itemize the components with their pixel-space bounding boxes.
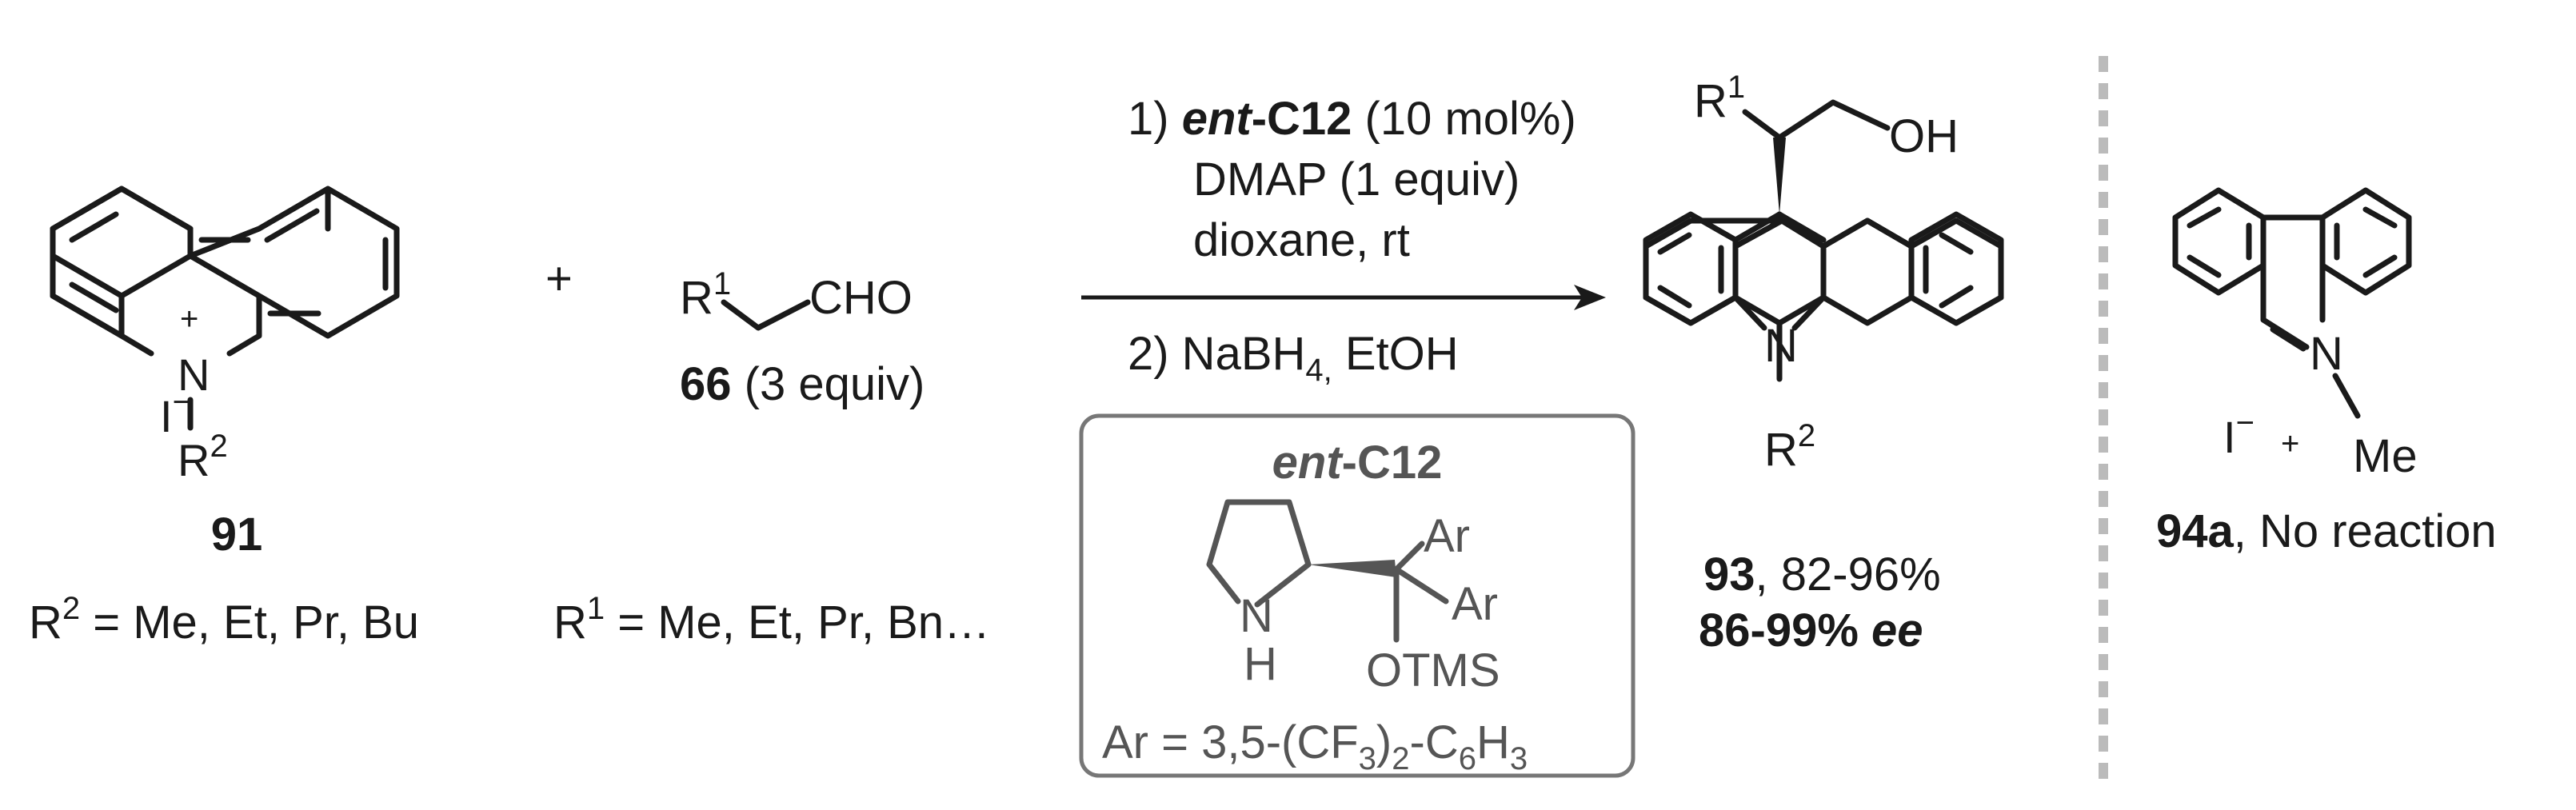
reaction-arrow-head (1574, 285, 1606, 310)
compound-91-r2-label: R2 (178, 429, 228, 485)
compound-94a-counterion: I− (2223, 405, 2254, 462)
product-93-ee: 86-99% ee (1699, 605, 1923, 656)
catalyst-title: ent-C12 (1272, 437, 1443, 489)
aldehyde-66-cho: CHO (809, 272, 913, 324)
compound-91-structure (50, 186, 400, 431)
conditions-solvent: dioxane, rt (1193, 214, 1410, 266)
aldehyde-66-label: 66 (3 equiv) (680, 358, 925, 410)
plus-sign: + (545, 253, 573, 305)
compound-94a-label: 94a, No reaction (2156, 505, 2497, 557)
catalyst-pyrrolidine-structure (1206, 499, 1312, 608)
compound-94a-n-methyl-bond (2332, 373, 2361, 419)
product-93-side-chain (1742, 99, 1891, 141)
compound-91-scope: R2 = Me, Et, Pr, Bu (29, 591, 419, 648)
compound-94a-n-plus: + (2281, 426, 2299, 461)
catalyst-nh-n: N (1240, 590, 1273, 642)
aldehyde-66-r1: R1 (680, 266, 731, 324)
product-93-oh: OH (1889, 110, 1959, 162)
catalyst-ar-top: Ar (1424, 510, 1470, 562)
conditions-step2: 2) NaBH4, EtOH (1128, 328, 1459, 388)
product-93-r2: R2 (1764, 418, 1815, 476)
compound-91-ring-left (50, 186, 194, 339)
product-93-n: N (1764, 320, 1798, 372)
catalyst-quaternary-bonds (1393, 541, 1449, 643)
compound-91-id: 91 (211, 509, 263, 561)
catalyst-nh-h: H (1244, 638, 1277, 690)
catalyst-otms: OTMS (1366, 644, 1500, 696)
conditions-dmap: DMAP (1 equiv) (1193, 154, 1520, 205)
catalyst-ar-right: Ar (1452, 578, 1498, 630)
compound-91-inner-double-bonds (69, 208, 389, 317)
product-93-rings (1643, 211, 2004, 331)
compound-91-n-plus: + (180, 301, 198, 337)
product-93-r1: R1 (1694, 70, 1745, 127)
compound-94a-structure (2172, 187, 2412, 352)
aldehyde-66-chain (721, 299, 811, 331)
conditions-step1: 1) ent-C12 (10 mol%) (1128, 93, 1576, 145)
compound-91-counterion: I− (160, 385, 191, 441)
catalyst-wedge-bond (1308, 560, 1396, 577)
aldehyde-66-scope: R1 = Me, Et, Pr, Bn… (553, 591, 990, 648)
compound-94a-n: N (2310, 328, 2343, 380)
product-93-wedge-bond (1773, 138, 1786, 214)
product-93-yield: 93, 82-96% (1703, 549, 1941, 601)
catalyst-box (1079, 413, 1635, 778)
compound-94a-me: Me (2353, 430, 2418, 482)
compound-91-n-label: N (178, 349, 210, 400)
catalyst-ar-definition: Ar = 3,5-(CF3)2-C6H3 (1102, 716, 1528, 776)
